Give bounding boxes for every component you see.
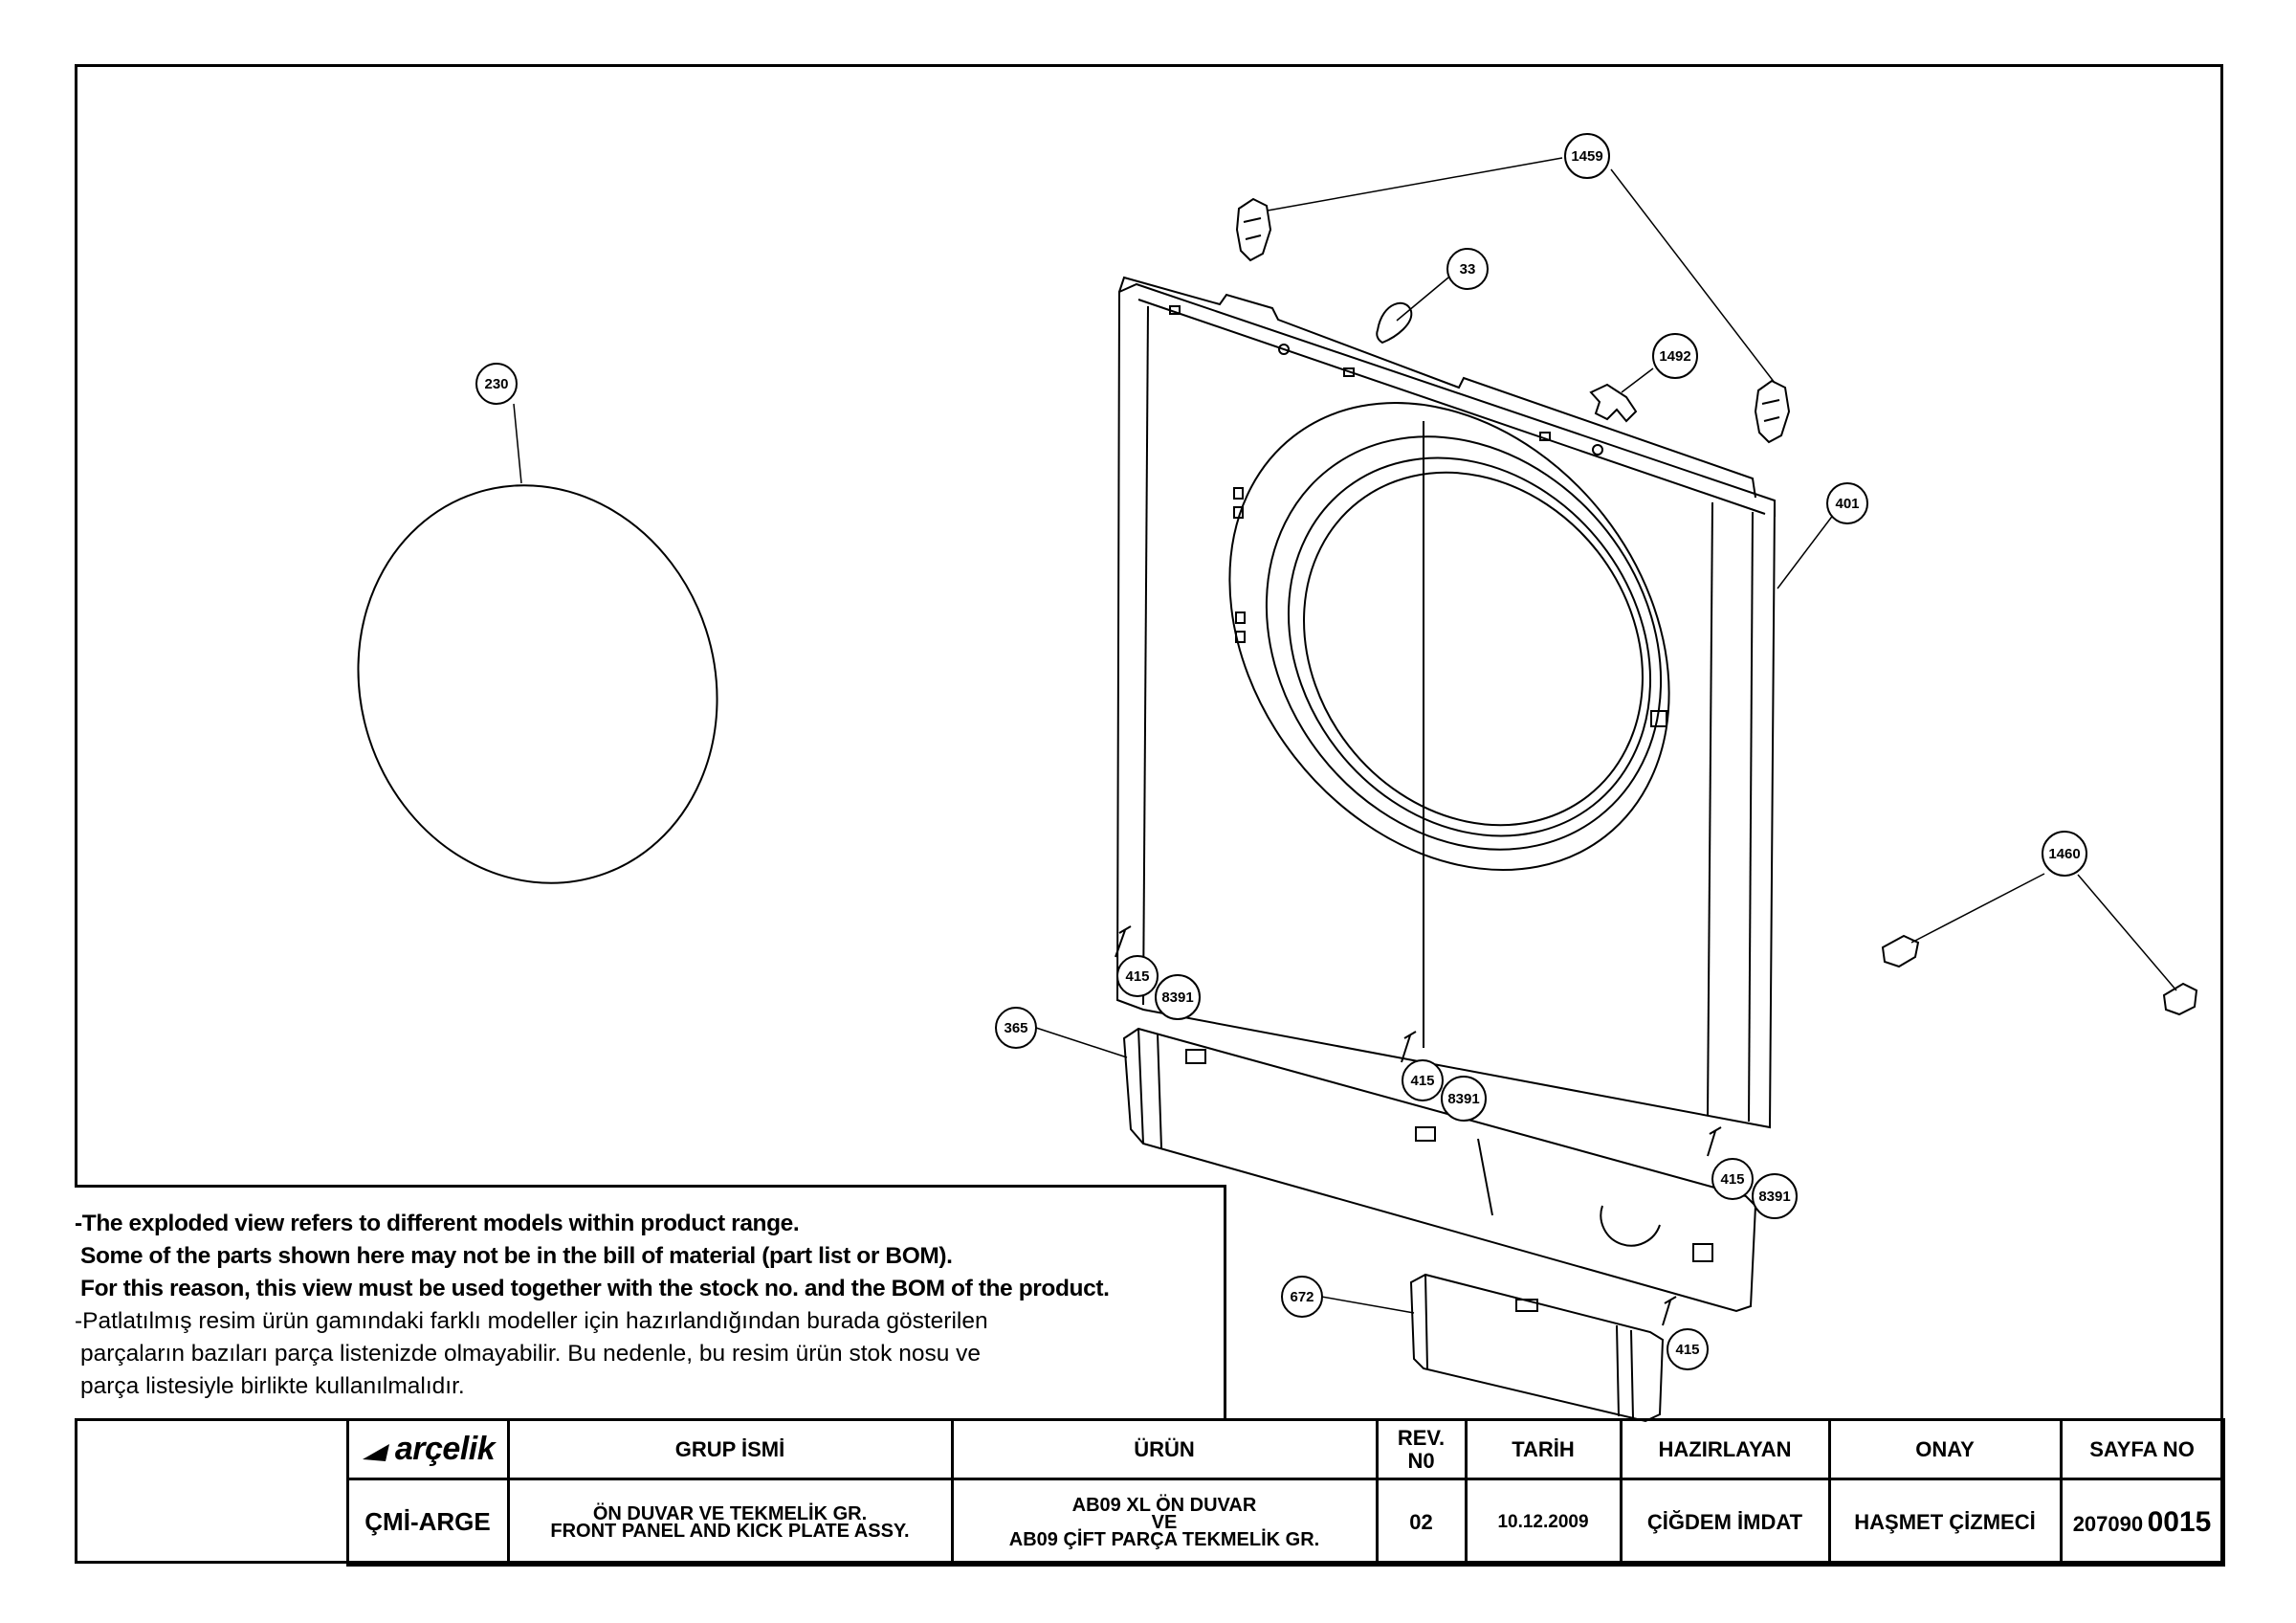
prepared-header: HAZIRLAYAN	[1619, 1418, 1831, 1480]
callout-1459: 1459	[1564, 133, 1610, 179]
callout-8391-c: 8391	[1752, 1173, 1798, 1219]
svg-text:415: 415	[1675, 1342, 1699, 1358]
group-name-value: ÖN DUVAR VE TEKMELİK GR.FRONT PANEL AND …	[506, 1478, 954, 1567]
svg-text:672: 672	[1290, 1289, 1314, 1305]
date-value: 10.12.2009	[1464, 1478, 1623, 1567]
callout-415-c: 415	[1711, 1158, 1754, 1200]
note-tr-line-1: -Patlatılmış resim ürün gamındaki farklı…	[75, 1308, 988, 1334]
kick-plate-lid-part	[1409, 1273, 1665, 1423]
svg-text:1492: 1492	[1659, 348, 1690, 365]
callout-415-d: 415	[1667, 1328, 1709, 1370]
note-en-line-3: For this reason, this view must be used …	[80, 1276, 1110, 1301]
note-en-line-2: Some of the parts shown here may not be …	[80, 1243, 953, 1269]
svg-text:8391: 8391	[1758, 1189, 1790, 1205]
leader-lines	[513, 157, 2177, 1314]
callout-bubbles: 1459 33 1492 230 401 1460 415 8391 365 4…	[475, 133, 2087, 1370]
approval-header: ONAY	[1827, 1418, 2063, 1480]
arcelik-logo-icon	[361, 1442, 391, 1468]
spring-part	[1376, 301, 1413, 345]
date-header: TARİH	[1464, 1418, 1623, 1480]
svg-text:401: 401	[1835, 496, 1859, 512]
door-glass-part	[357, 484, 718, 884]
clamp-part	[1589, 383, 1638, 423]
arcelik-logo-text: arçelik	[394, 1430, 496, 1467]
note-tr-line-3: parça listesiyle birlikte kullanılmalıdı…	[80, 1373, 465, 1399]
page-number-header: SAYFA NO	[2059, 1418, 2225, 1480]
note-en-line-1: -The exploded view refers to different m…	[75, 1211, 800, 1236]
page-number-value: 207090 0015	[2059, 1478, 2225, 1567]
callout-672: 672	[1281, 1276, 1323, 1318]
svg-text:415: 415	[1410, 1073, 1434, 1089]
logo-cell: arçelik	[345, 1418, 510, 1480]
callout-415-a: 415	[1116, 955, 1159, 997]
callout-8391-b: 8391	[1441, 1076, 1487, 1122]
callout-8391-a: 8391	[1155, 974, 1201, 1020]
callout-401: 401	[1826, 482, 1868, 524]
notes-box: -The exploded view refers to different m…	[75, 1185, 1226, 1421]
spacer-part	[1881, 934, 2198, 1016]
screw-part	[1115, 925, 1722, 1326]
front-panel-part	[1115, 276, 1777, 1129]
svg-text:365: 365	[1004, 1020, 1027, 1036]
approval-value: HAŞMET ÇİZMECİ	[1827, 1478, 2063, 1567]
callout-365: 365	[995, 1007, 1037, 1049]
note-tr-line-2: parçaların bazıları parça listenizde olm…	[80, 1341, 982, 1367]
title-block: arçelik GRUP İSMİ ÜRÜN REV.N0 TARİH HAZI…	[75, 1418, 2225, 1567]
callout-33: 33	[1446, 248, 1489, 290]
svg-text:415: 415	[1125, 968, 1149, 985]
svg-text:33: 33	[1460, 261, 1476, 278]
svg-text:1460: 1460	[2048, 846, 2080, 862]
svg-text:415: 415	[1720, 1171, 1744, 1188]
svg-text:8391: 8391	[1447, 1091, 1479, 1107]
svg-text:8391: 8391	[1161, 989, 1193, 1006]
callout-1492: 1492	[1652, 333, 1698, 379]
blank-cell	[75, 1418, 349, 1566]
callout-230: 230	[475, 363, 518, 405]
rev-header: REV.N0	[1375, 1418, 1468, 1480]
svg-text:230: 230	[484, 376, 508, 392]
prepared-value: ÇİĞDEM İMDAT	[1619, 1478, 1831, 1567]
svg-text:1459: 1459	[1571, 148, 1602, 165]
callout-1460: 1460	[2042, 831, 2087, 877]
product-header: ÜRÜN	[950, 1418, 1379, 1480]
group-name-header: GRUP İSMİ	[506, 1418, 954, 1480]
callout-415-b: 415	[1402, 1059, 1444, 1101]
kick-plate-part	[1122, 1027, 1757, 1313]
department-value: ÇMİ-ARGE	[345, 1478, 510, 1567]
rev-value: 02	[1375, 1478, 1468, 1567]
hinge-clip-part	[1235, 197, 1791, 444]
